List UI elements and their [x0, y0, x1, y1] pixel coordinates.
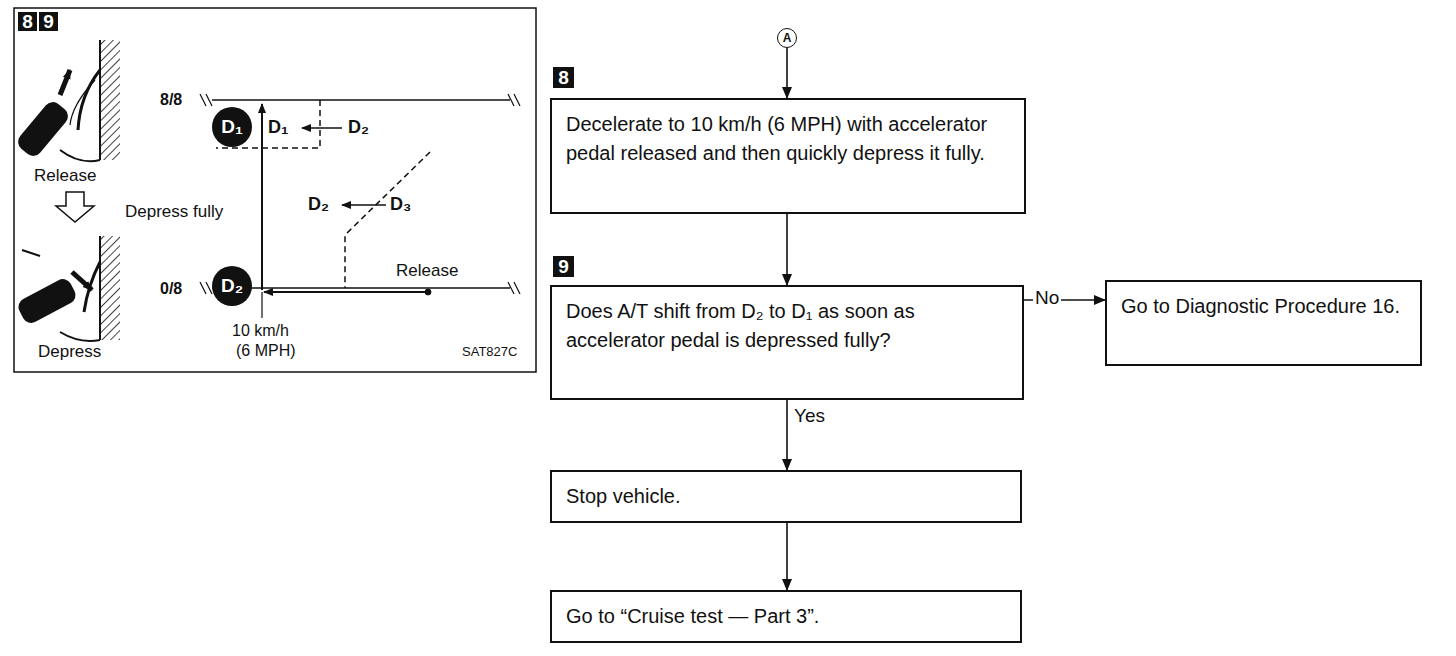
connector-circle: A [777, 28, 797, 48]
node-text: Decelerate to 10 km/h (6 MPH) with accel… [566, 110, 1010, 168]
process-box: Stop vehicle. [550, 470, 1022, 523]
gear-label: D₃ [390, 195, 411, 215]
step-badge: 8 [553, 67, 574, 88]
speed-label: (6 MPH) [236, 342, 296, 360]
node-text: D₁ [221, 116, 243, 138]
pedal-depressed [15, 236, 120, 341]
node-text: Go to Diagnostic Procedure 16. [1121, 292, 1406, 321]
flow-arrow [786, 214, 788, 285]
pedal-state-label: Release [34, 167, 96, 186]
gear-label: D₂ [308, 195, 329, 215]
process-box: Decelerate to 10 km/h (6 MPH) with accel… [550, 98, 1026, 214]
node-text: Stop vehicle. [566, 482, 1006, 511]
axis-label: 0/8 [160, 280, 182, 298]
node-text: D₂ [221, 275, 243, 297]
result-box: Go to Diagnostic Procedure 16. [1105, 280, 1422, 366]
flow-arrow [786, 400, 788, 470]
step-badge: 9 [39, 12, 58, 31]
pedal-released [14, 40, 120, 161]
result-box: Go to “Cruise test — Part 3”. [550, 590, 1022, 643]
edge-label: No [1033, 288, 1061, 309]
node-text: Does A/T shift from D₂ to D₁ as soon as … [566, 297, 1008, 355]
flow-arrow [786, 523, 788, 590]
gear-circle: D₂ [212, 266, 252, 306]
pedal-state-label: Depress [38, 343, 101, 362]
gear-label: D₂ [348, 118, 369, 138]
step-badge: 8 [18, 12, 37, 31]
shift-graph [200, 94, 520, 318]
flow-arrow [786, 48, 788, 98]
panel-frame [14, 8, 536, 372]
step-badge: 9 [553, 256, 574, 277]
pedal-state-label: Release [396, 262, 458, 281]
node-text: 9 [558, 256, 569, 278]
edge-label: Yes [792, 406, 827, 427]
action-label: Depress fully [125, 203, 223, 222]
sequence-arrow [56, 192, 94, 222]
figure-code: SAT827C [462, 345, 517, 359]
node-text: Go to “Cruise test — Part 3”. [566, 602, 1006, 631]
axis-label: 8/8 [160, 91, 182, 109]
node-text: A [783, 31, 792, 45]
gear-circle: D₁ [212, 107, 252, 147]
node-text: 9 [43, 11, 54, 33]
node-text: 8 [22, 11, 33, 33]
decision-box: Does A/T shift from D₂ to D₁ as soon as … [550, 285, 1024, 400]
gear-label: D₁ [268, 118, 288, 138]
node-text: 8 [558, 67, 569, 89]
speed-label: 10 km/h [232, 322, 289, 340]
